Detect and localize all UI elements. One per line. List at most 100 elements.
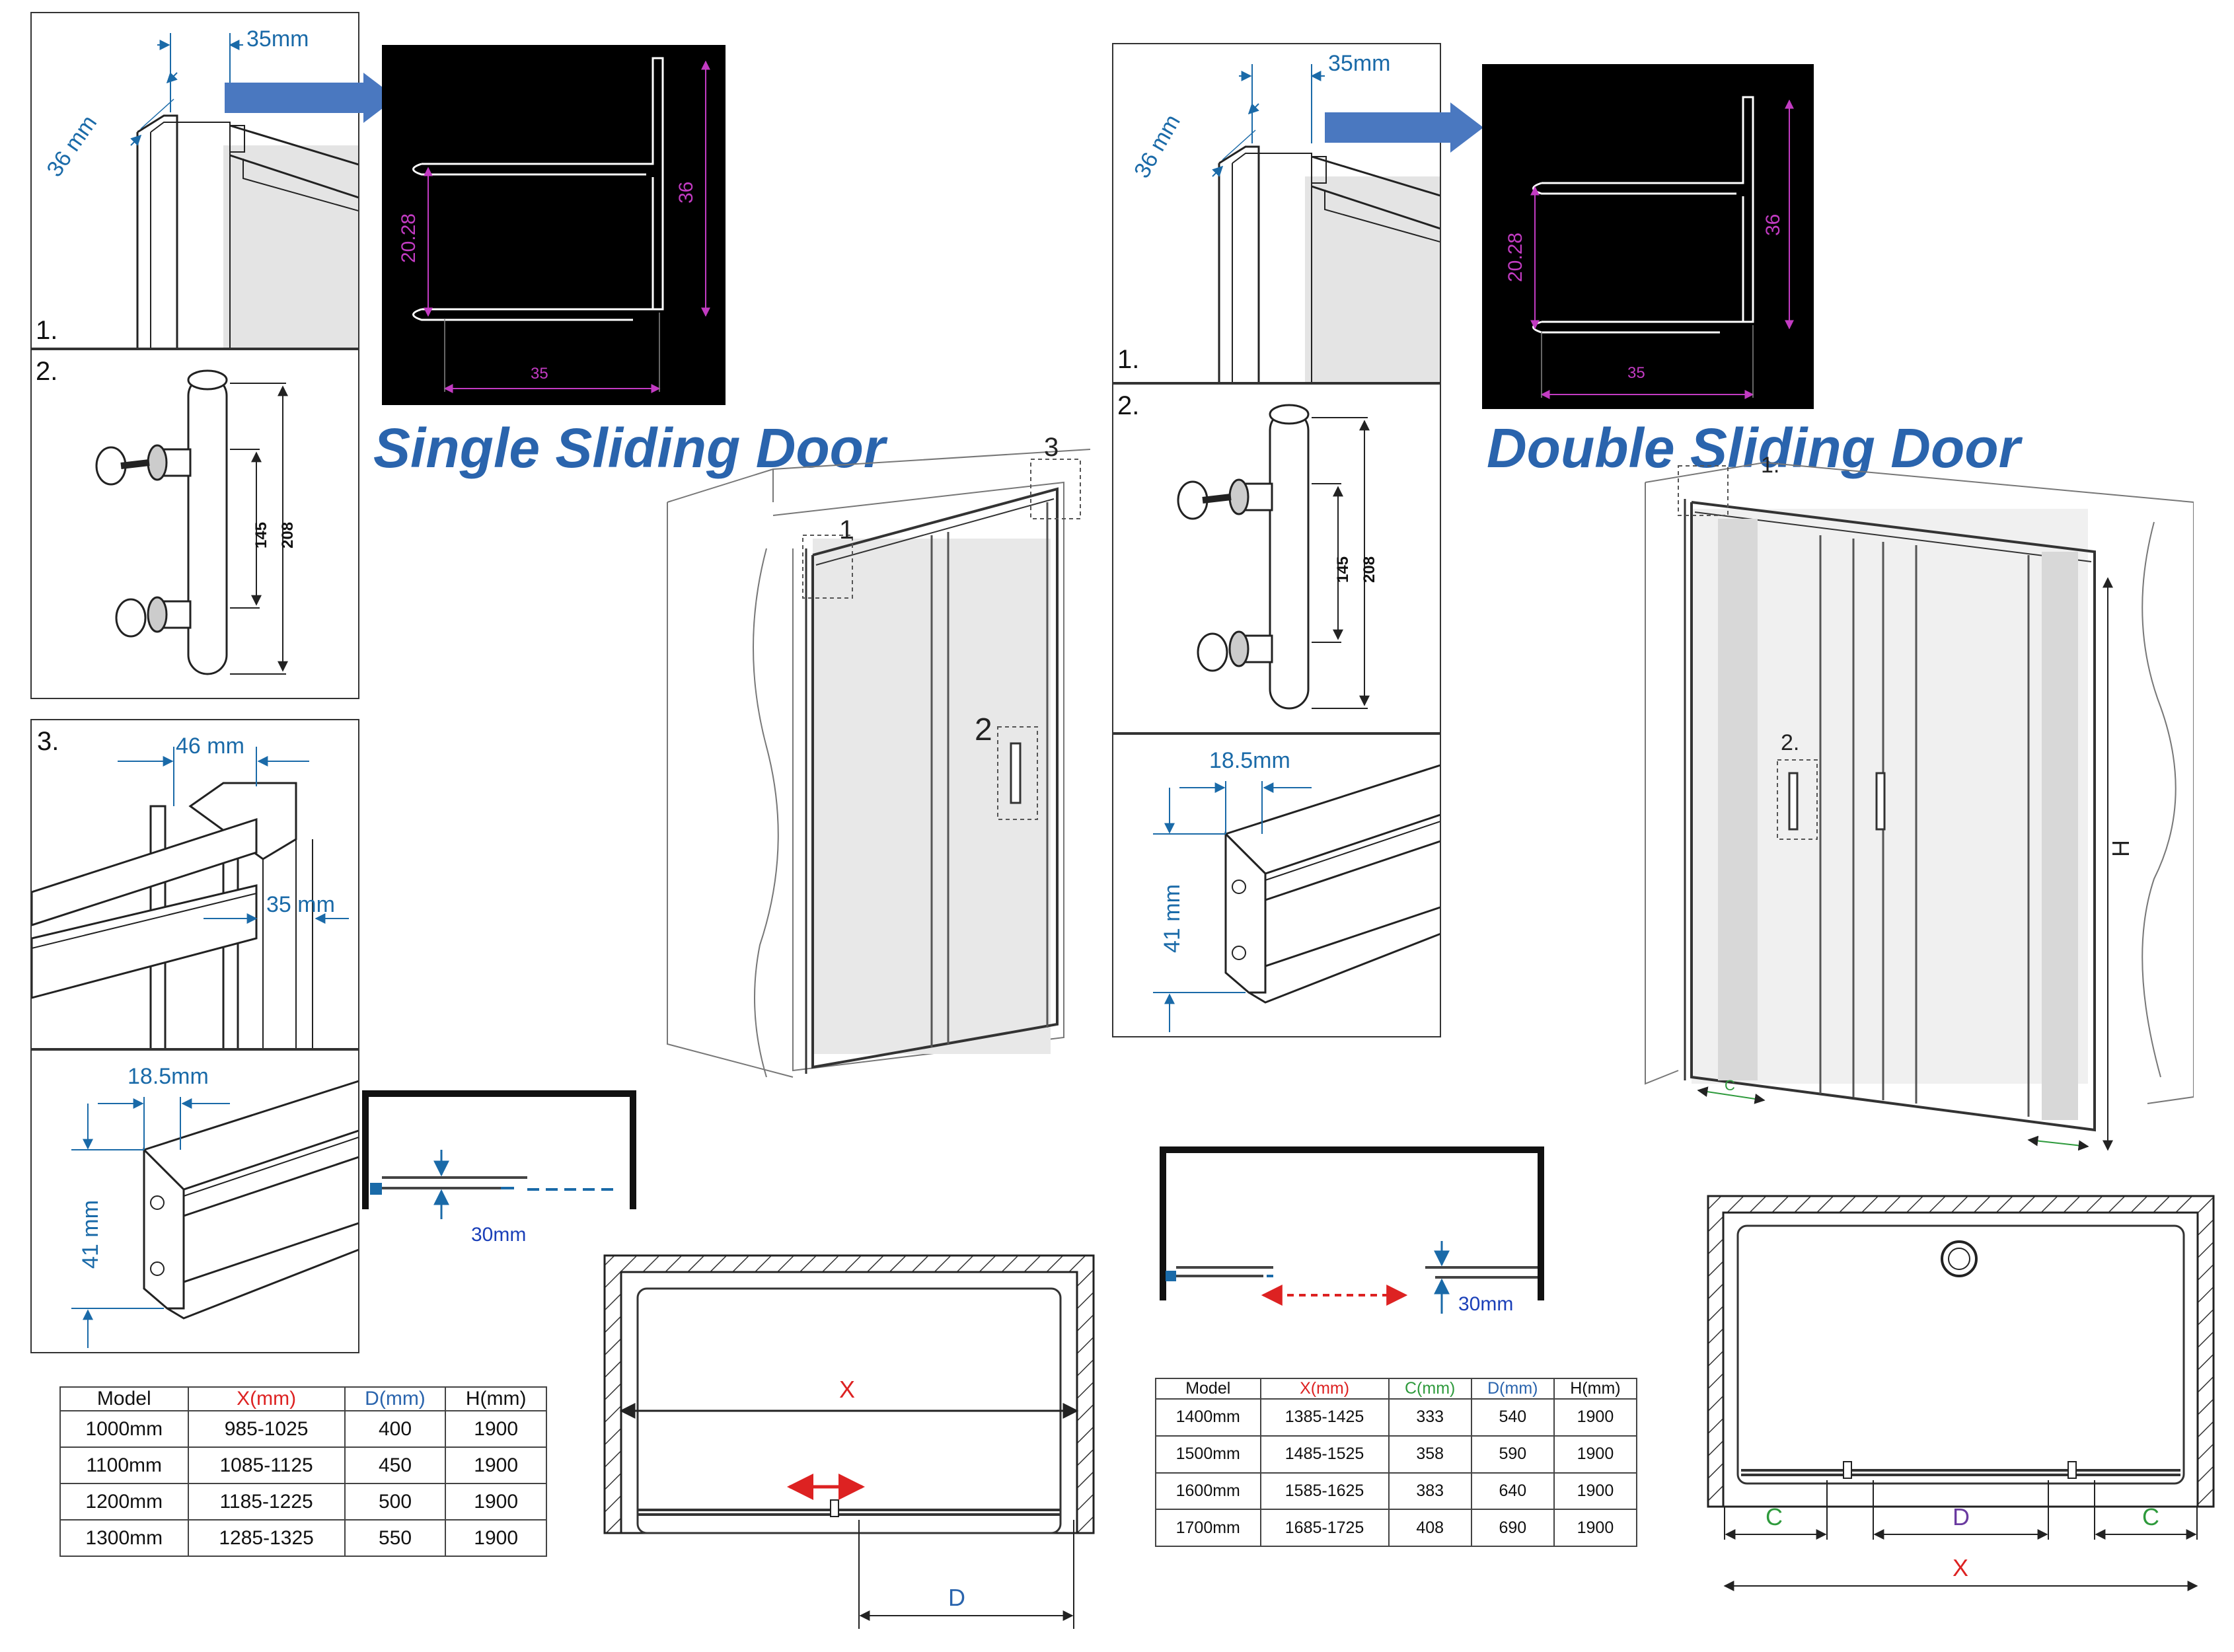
table-row: 1100mm 1085-1125 450 1900	[59, 1446, 547, 1484]
table-cell: 500	[344, 1483, 447, 1521]
single-joint-drawing: 46 mm 35 mm	[32, 733, 349, 1048]
table-cell: 1685-1725	[1259, 1509, 1390, 1547]
double-gap-diagram: 30mm	[1160, 1146, 1544, 1315]
double-plan-c-left: C	[1766, 1503, 1783, 1530]
single-detail1-depth-label: 36 mm	[42, 111, 102, 182]
single-sliding-door-title: Single Sliding Door	[373, 417, 885, 479]
table-cell: 1900	[445, 1483, 547, 1521]
table-cell: 590	[1470, 1435, 1555, 1474]
double-plan-d-label: D	[1953, 1503, 1970, 1530]
table-cell: 1585-1625	[1259, 1472, 1390, 1511]
single-door-label-2: 2	[975, 712, 992, 747]
double-detail1-width-label: 35mm	[1328, 51, 1390, 76]
single-detail1-width-label: 35mm	[246, 26, 309, 52]
double-cad-profile: 20.28 36 35	[1482, 64, 1814, 409]
table-cell: 333	[1388, 1398, 1472, 1437]
single-plan-d-label: D	[948, 1584, 965, 1611]
single-table-header-model: Model	[59, 1386, 189, 1411]
single-bottom-rail-drawing: 18.5mm 41 mm	[71, 1064, 358, 1348]
table-cell: 1900	[1553, 1398, 1638, 1437]
single-top-profile-drawing: 35mm 36 mm	[42, 26, 358, 348]
table-cell: 1900	[1553, 1472, 1638, 1511]
table-cell: 1100mm	[59, 1446, 189, 1484]
double-top-profile-drawing: 35mm 36 mm	[1129, 51, 1440, 382]
single-detail4-side-label: 41 mm	[78, 1200, 103, 1269]
table-cell: 1385-1425	[1259, 1398, 1390, 1437]
double-door-c-label: C	[1725, 1077, 1735, 1094]
double-plan-x-label: X	[1953, 1554, 1968, 1581]
double-detail1-number: 1.	[1117, 345, 1140, 374]
table-row: 1200mm 1185-1225 500 1900	[59, 1483, 547, 1521]
single-door-label-1: 1	[839, 515, 854, 544]
single-spec-table: Model X(mm) D(mm) H(mm) 1000mm 985-1025 …	[59, 1386, 547, 1557]
single-detail-4-panel: 18.5mm 41 mm	[30, 1049, 359, 1353]
double-table-header-x: X(mm)	[1259, 1378, 1390, 1400]
single-table-header-h: H(mm)	[445, 1386, 547, 1411]
table-cell: 1900	[1553, 1509, 1638, 1547]
table-cell: 1500mm	[1155, 1435, 1261, 1474]
table-cell: 408	[1388, 1509, 1472, 1547]
single-gap-label: 30mm	[471, 1224, 526, 1246]
table-cell: 550	[344, 1519, 447, 1557]
single-detail1-number: 1.	[36, 316, 58, 345]
table-cell: 540	[1470, 1398, 1555, 1437]
double-bottom-rail-drawing: 18.5mm 41 mm	[1153, 748, 1440, 1032]
single-detail3-top-label: 46 mm	[176, 733, 244, 759]
double-sliding-door-title: Double Sliding Door	[1487, 417, 2021, 479]
table-cell: 1085-1125	[187, 1446, 346, 1484]
double-detail2-number: 2.	[1117, 391, 1140, 420]
table-cell: 1900	[1553, 1435, 1638, 1474]
single-door-3d-drawing: 1 2 3	[667, 433, 1091, 1078]
double-handle-outer-dim: 208	[1360, 556, 1378, 583]
single-detail3-side-label: 35 mm	[266, 892, 335, 917]
single-table-header-d: D(mm)	[344, 1386, 447, 1411]
double-detail4-top-label: 18.5mm	[1209, 748, 1290, 773]
table-cell: 1900	[445, 1446, 547, 1484]
double-door-h-label: H	[2107, 840, 2134, 857]
table-cell: 400	[344, 1410, 447, 1448]
double-handle-inner-dim: 145	[1334, 556, 1352, 583]
double-spec-table: Model X(mm) C(mm) D(mm) H(mm) 1400mm 138…	[1155, 1378, 1638, 1547]
table-cell: 985-1025	[187, 1410, 346, 1448]
table-cell: 1400mm	[1155, 1398, 1261, 1437]
table-row: 1300mm 1285-1325 550 1900	[59, 1519, 547, 1557]
single-detail2-number: 2.	[36, 357, 58, 386]
table-row: 1500mm 1485-1525 358 590 1900	[1155, 1435, 1638, 1474]
single-detail-1-panel: 35mm 36 mm 1.	[30, 12, 359, 349]
table-cell: 690	[1470, 1509, 1555, 1547]
single-detail-2-panel: 145 208 2.	[30, 349, 359, 699]
single-detail-3-panel: 46 mm 35 mm 3.	[30, 719, 359, 1049]
double-cad-w: 35	[1627, 364, 1645, 382]
table-cell: 358	[1388, 1435, 1472, 1474]
table-cell: 1485-1525	[1259, 1435, 1390, 1474]
double-table-header-model: Model	[1155, 1378, 1261, 1400]
table-cell: 1900	[445, 1410, 547, 1448]
double-handle-drawing: 145 208	[1177, 404, 1378, 710]
double-plan-c-right: C	[2142, 1503, 2159, 1530]
table-cell: 1285-1325	[187, 1519, 346, 1557]
single-cad-w: 35	[531, 365, 548, 383]
single-handle-drawing: 145 208	[95, 369, 297, 675]
single-plan-drawing: X D	[603, 1254, 1095, 1629]
table-cell: 383	[1388, 1472, 1472, 1511]
table-cell: 1200mm	[59, 1483, 189, 1521]
single-detail4-top-label: 18.5mm	[128, 1064, 209, 1089]
double-cad-h1: 20.28	[1505, 233, 1526, 282]
double-plan-drawing: C D C X	[1707, 1195, 2215, 1591]
double-door-label-1: 1.	[1761, 453, 1779, 478]
table-cell: 1000mm	[59, 1410, 189, 1448]
double-detail4-side-label: 41 mm	[1160, 884, 1185, 953]
table-row: 1700mm 1685-1725 408 690 1900	[1155, 1509, 1638, 1547]
single-cad-h2: 36	[675, 182, 697, 204]
table-row: 1000mm 985-1025 400 1900	[59, 1410, 547, 1448]
single-table-header-x: X(mm)	[187, 1386, 346, 1411]
table-row: 1400mm 1385-1425 333 540 1900	[1155, 1398, 1638, 1437]
single-cad-h1: 20.28	[398, 213, 420, 263]
double-detail-1-panel: 35mm 36 mm 1.	[1112, 43, 1441, 383]
table-cell: 640	[1470, 1472, 1555, 1511]
double-cad-h2: 36	[1762, 214, 1784, 236]
double-door-3d-drawing: H C 2. 1.	[1645, 453, 2194, 1151]
double-detail-2-panel: 145 208 2.	[1112, 383, 1441, 733]
single-handle-inner-dim: 145	[252, 522, 270, 548]
table-cell: 1300mm	[59, 1519, 189, 1557]
